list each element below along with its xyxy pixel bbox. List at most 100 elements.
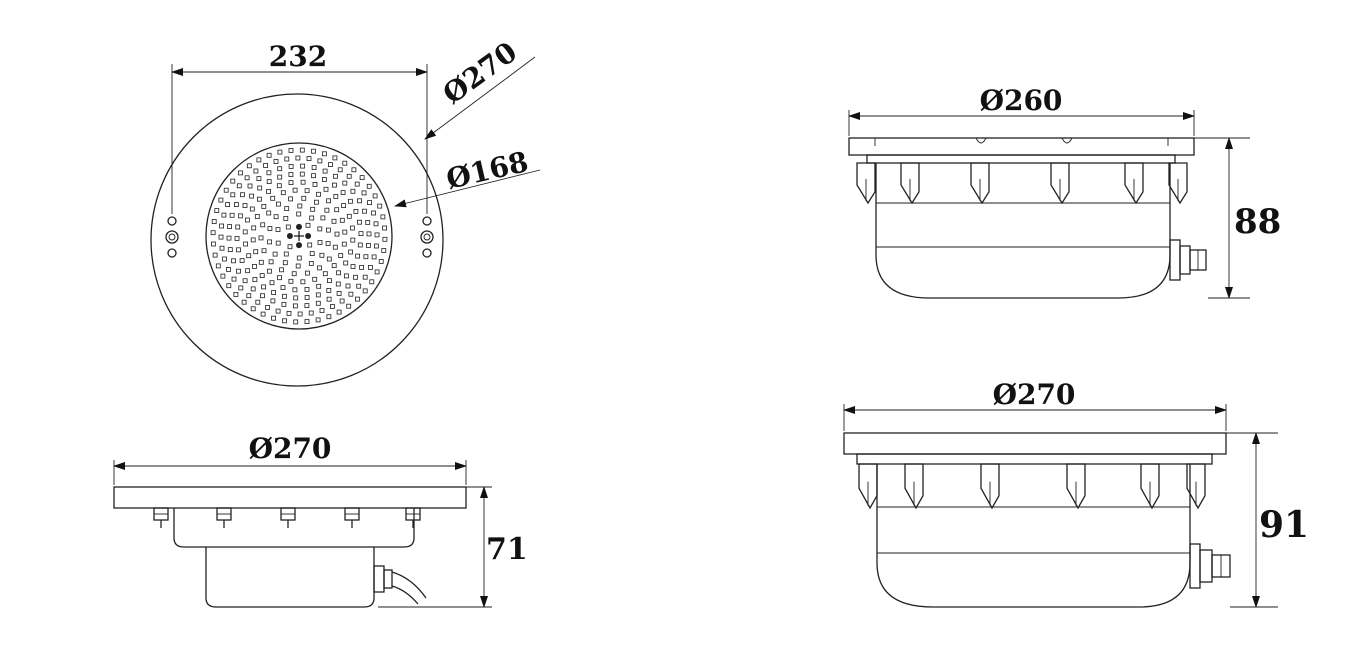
led-dot (288, 172, 294, 177)
mounting-clip (900, 162, 920, 205)
led-dot (265, 304, 271, 310)
led-dot (356, 283, 362, 289)
led-dot (354, 296, 360, 302)
led-dot (321, 177, 327, 182)
led-dot (336, 290, 342, 296)
led-dot (246, 163, 252, 169)
led-dot (301, 195, 307, 201)
led-dot (266, 268, 272, 274)
led-dot (331, 263, 337, 269)
side-a-flange (848, 137, 1195, 156)
center-dot (286, 233, 293, 239)
led-dot (287, 244, 293, 250)
led-dot (288, 196, 294, 202)
led-dot (304, 303, 310, 309)
led-dot (249, 206, 255, 212)
led-dot (231, 276, 237, 282)
led-dot (374, 269, 380, 275)
led-dot (309, 215, 315, 221)
led-dot (256, 176, 262, 182)
led-dot (336, 270, 342, 276)
led-dot (315, 300, 321, 306)
led-dot (284, 206, 290, 212)
led-dot (250, 237, 256, 243)
led-dot (280, 190, 286, 196)
side-a-diameter-label: Ø260 (980, 84, 1063, 117)
led-dot (270, 298, 276, 304)
led-dot (283, 251, 289, 257)
led-dot (292, 303, 298, 309)
led-dot (280, 285, 286, 291)
led-dot (255, 299, 261, 305)
led-dot (253, 168, 259, 174)
front-bolt (405, 507, 421, 528)
led-dot (351, 167, 357, 173)
led-dot (304, 188, 310, 194)
led-dot (373, 221, 379, 227)
led-dot (357, 242, 363, 248)
led-dot (357, 198, 362, 204)
led-dot (236, 268, 241, 274)
mounting-clip (1066, 463, 1086, 510)
led-dot (211, 219, 217, 224)
led-dot (266, 188, 272, 194)
led-dot (373, 243, 379, 249)
led-dot (316, 283, 322, 289)
led-dot (256, 157, 262, 163)
led-dot (316, 191, 321, 197)
led-dot (297, 203, 303, 209)
led-dot (235, 224, 241, 230)
screw-hole-right (420, 216, 434, 258)
led-dot (310, 206, 316, 212)
led-dot (242, 229, 248, 235)
led-dot (311, 173, 317, 179)
led-dot (380, 214, 386, 220)
led-dot (230, 192, 236, 198)
mounting-clip (904, 463, 924, 510)
led-dot (300, 179, 306, 185)
led-dot (306, 156, 312, 162)
led-dot (363, 254, 369, 260)
led-dot (346, 173, 352, 179)
led-dot (299, 147, 305, 153)
led-dot (246, 293, 252, 299)
led-dot (226, 235, 232, 241)
mounting-clip (980, 463, 1000, 510)
led-dot (275, 308, 281, 314)
led-dot (367, 264, 373, 270)
led-dot (260, 293, 265, 299)
led-dot (220, 273, 226, 279)
led-dot (233, 291, 239, 297)
led-dot (288, 278, 294, 284)
led-dot (381, 248, 387, 253)
led-dot (342, 180, 348, 186)
led-dot (304, 270, 310, 276)
led-dot (359, 264, 365, 270)
led-dot (317, 240, 323, 245)
led-dot (215, 263, 221, 269)
led-dot (267, 239, 273, 245)
screw-hole-left (165, 216, 179, 258)
led-dot (251, 263, 257, 269)
led-dot (349, 225, 355, 231)
led-dot (357, 219, 362, 225)
led-dot (244, 217, 250, 223)
led-dot (313, 199, 319, 205)
front-height-label: 71 (486, 532, 528, 567)
side-a-body (875, 163, 1171, 299)
led-dot (218, 197, 224, 203)
led-dot (234, 235, 240, 241)
led-dot (279, 267, 285, 273)
led-dot (295, 155, 301, 161)
led-dot (334, 231, 340, 237)
led-dot (362, 274, 368, 280)
led-dot (338, 253, 344, 258)
led-dot (261, 203, 267, 209)
led-dot (266, 170, 272, 176)
led-dot (317, 265, 323, 271)
led-dot (251, 225, 257, 231)
led-dot (299, 171, 305, 177)
led-dot (315, 317, 321, 323)
led-dot (226, 266, 231, 272)
